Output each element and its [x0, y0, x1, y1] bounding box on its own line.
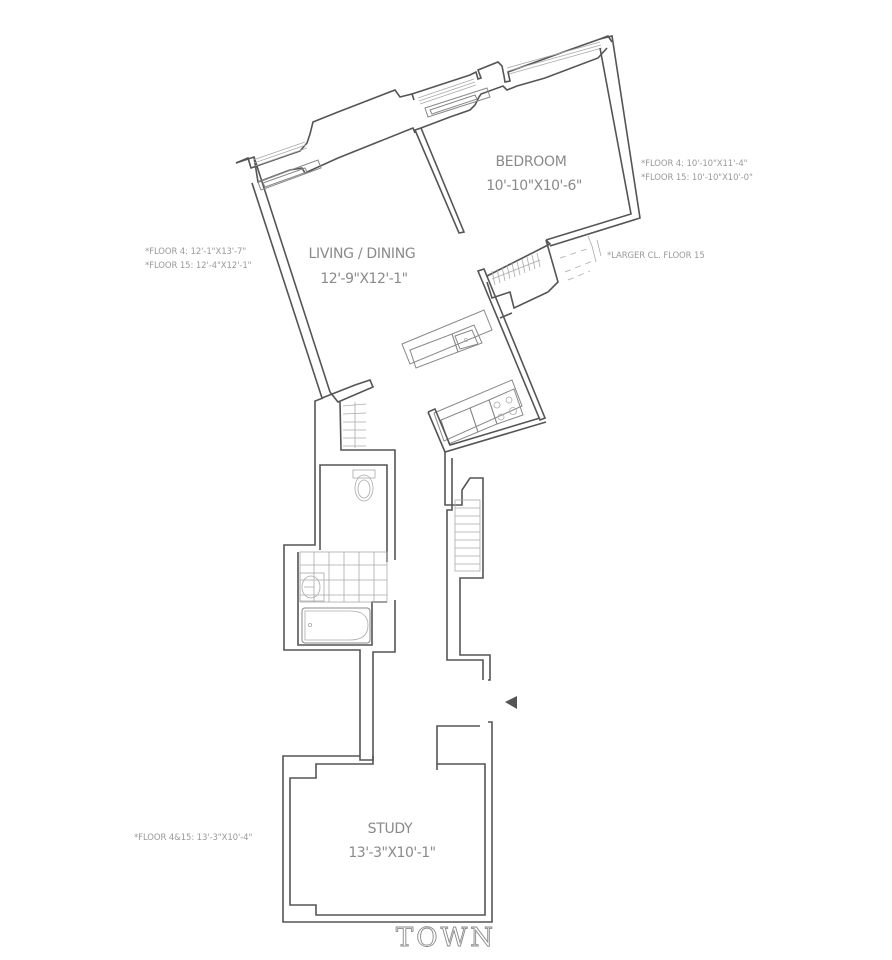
study-walls: [282, 721, 493, 923]
town-logo: TOWN: [396, 923, 496, 953]
note-line: *FLOOR 4&15: 13'-3"X10'-4": [134, 833, 253, 843]
note-line: *FLOOR 15: 12'-4"X12'-1": [145, 261, 252, 271]
upper-block-walls: [235, 35, 641, 453]
entry-arrow-icon: [505, 696, 517, 709]
note-line: *FLOOR 4: 12'-1"X13'-7": [145, 247, 247, 257]
note-line: *FLOOR 15: 10'-10"X10'-0": [641, 173, 753, 183]
lower-walls: [283, 397, 491, 761]
room-label-bedroom: BEDROOM 10'-10"X10'-6": [486, 154, 582, 194]
svg-text:12'-9"X12'-1": 12'-9"X12'-1": [320, 271, 407, 287]
svg-text:BEDROOM: BEDROOM: [496, 154, 567, 170]
note-line: *FLOOR 4: 10'-10"X11'-4": [641, 159, 748, 169]
svg-text:STUDY: STUDY: [368, 821, 414, 837]
note-line: *LARGER CL. FLOOR 15: [607, 251, 705, 261]
svg-text:13'-3"X10'-1": 13'-3"X10'-1": [348, 845, 435, 861]
note-bedroom: *FLOOR 4: 10'-10"X11'-4" *FLOOR 15: 10'-…: [641, 157, 753, 185]
note-living: *FLOOR 4: 12'-1"X13'-7" *FLOOR 15: 12'-4…: [145, 245, 252, 273]
room-label-living-dining: LIVING / DINING 12'-9"X12'-1": [309, 246, 416, 287]
room-label-study: STUDY 13'-3"X10'-1": [348, 821, 436, 861]
svg-text:LIVING / DINING: LIVING / DINING: [309, 246, 416, 262]
note-closet: *LARGER CL. FLOOR 15: [607, 249, 705, 263]
svg-text:10'-10"X10'-6": 10'-10"X10'-6": [486, 178, 582, 194]
note-study: *FLOOR 4&15: 13'-3"X10'-4": [134, 831, 252, 845]
